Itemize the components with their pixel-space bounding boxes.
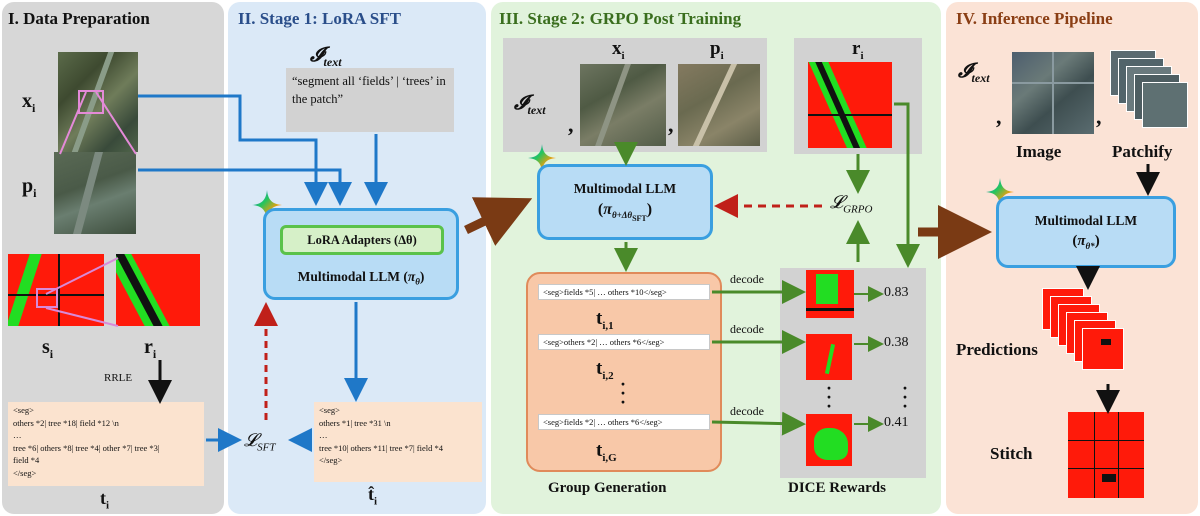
gemini-sparkle-icon [528,144,556,172]
panel-title-data-preparation: I. Data Preparation [8,9,150,28]
predictions-label: Predictions [956,340,1038,359]
i-text-symbol-inference: 𝓘text [958,60,990,85]
rle-line: field *4 [13,455,40,465]
t-i-label: ti [100,488,110,512]
decode-label-1: decode [730,272,764,286]
patchify-stack [1110,50,1190,136]
dice-rewards-label: DICE Rewards [788,480,886,496]
reward-2: 0.38 [884,335,909,350]
seq-row-1: <seg>fields *5| … others *10</seg> [538,284,710,300]
prompt-text: “segment all ‘fields’ | ‘trees’ in the p… [292,74,446,106]
predictions-stack [1042,288,1124,380]
seq-row-2: <seg>others *2| … others *6</seg> [538,334,710,350]
pred-line: … [319,430,328,440]
p-i-label: pi [22,175,37,200]
multimodal-llm-stage1: LoRA Adapters (Δθ) Multimodal LLM (πθ) [263,208,459,300]
satellite-image-x-stage2 [580,64,666,146]
llm-label-stage2: Multimodal LLM [573,181,677,196]
i-text-symbol-stage1: 𝓘text [310,44,342,69]
group-generation-box [526,272,722,472]
llm-pi-stage2: (πθ+ΔθSFT) [597,201,653,223]
pred-line: tree *10| others *11| tree *7| field *4 [319,442,443,453]
panel-title-stage1: II. Stage 1: LoRA SFT [238,9,401,28]
gemini-sparkle-icon [252,190,282,220]
dice-ellipsis-right: ··· [902,378,909,416]
prompt-box: “segment all ‘fields’ | ‘trees’ in the p… [286,68,454,132]
decode-label-2: decode [730,322,764,336]
panel-title-stage2: III. Stage 2: GRPO Post Training [499,9,742,28]
satellite-patch-p-stage2 [678,64,760,146]
reward-g: 0.41 [884,415,909,430]
t-ig-label: ti,G [596,440,617,464]
multimodal-llm-inference: Multimodal LLM (πθ*) [996,196,1176,268]
decode-label-g: decode [730,404,764,418]
t-i2-label: ti,2 [596,358,614,382]
reward-1: 0.83 [884,285,909,300]
decoded-mask-g [806,414,852,466]
r-i-label: ri [144,336,157,361]
loss-sft: 𝓛SFT [244,430,276,454]
rle-text-box: <seg> others *2| tree *18| field *12 \n … [8,402,204,486]
llm-label-inference: Multimodal LLM [1034,213,1138,228]
rrle-label: RRLE [104,372,133,384]
x-i-label: xi [22,90,36,115]
llm-pi-inference: (πθ*) [1072,233,1100,251]
t-i1-label: ti,1 [596,308,614,332]
rle-line: … [13,430,22,440]
x-i-label-stage2: xi [612,38,625,62]
decoded-mask-2 [806,334,852,380]
gemini-sparkle-icon [986,178,1014,206]
pred-line: <seg> [319,405,340,415]
inference-image [1012,52,1094,134]
pred-line: others *1| tree *31 \n [319,417,391,428]
comma: , [1096,104,1102,129]
satellite-patch-p [54,152,136,234]
pred-line: </seg> [319,455,343,465]
image-label: Image [1016,142,1062,161]
r-i-label-stage2: ri [852,38,864,62]
loss-grpo: 𝓛GRPO [830,192,873,216]
predicted-seq-box: <seg> others *1| tree *31 \n … tree *10|… [314,402,482,482]
rle-line: </seg> [13,467,37,478]
t-hat-label: t̂i [368,484,378,508]
s-i-label: si [42,336,54,361]
stitch-label: Stitch [990,444,1033,463]
i-text-symbol-stage2: 𝓘text [514,92,546,117]
p-i-label-stage2: pi [710,38,724,62]
llm-label-stage1: Multimodal LLM (πθ) [297,269,425,287]
group-generation-label: Group Generation [548,480,667,496]
seq-row-g: <seg>fields *2| … others *6</seg> [538,414,710,430]
comma: , [996,104,1002,129]
lora-adapters-box: LoRA Adapters (Δθ) [280,225,444,255]
reference-mask-r [808,62,892,148]
vertical-ellipsis: ··· [620,374,627,412]
decoded-mask-1 [806,270,854,318]
mask-r [116,254,200,326]
rle-line: others *2| tree *18| field *12 \n [13,417,119,428]
rle-line: tree *6| others *8| tree *4| other *7| t… [13,442,160,453]
patchify-label: Patchify [1112,142,1173,161]
stitched-mask [1068,412,1144,498]
comma: , [568,112,574,137]
rle-line: <seg> [13,405,34,415]
panel-title-inference: IV. Inference Pipeline [956,9,1113,28]
comma: , [668,112,674,137]
dice-ellipsis-center: ··· [826,378,833,416]
